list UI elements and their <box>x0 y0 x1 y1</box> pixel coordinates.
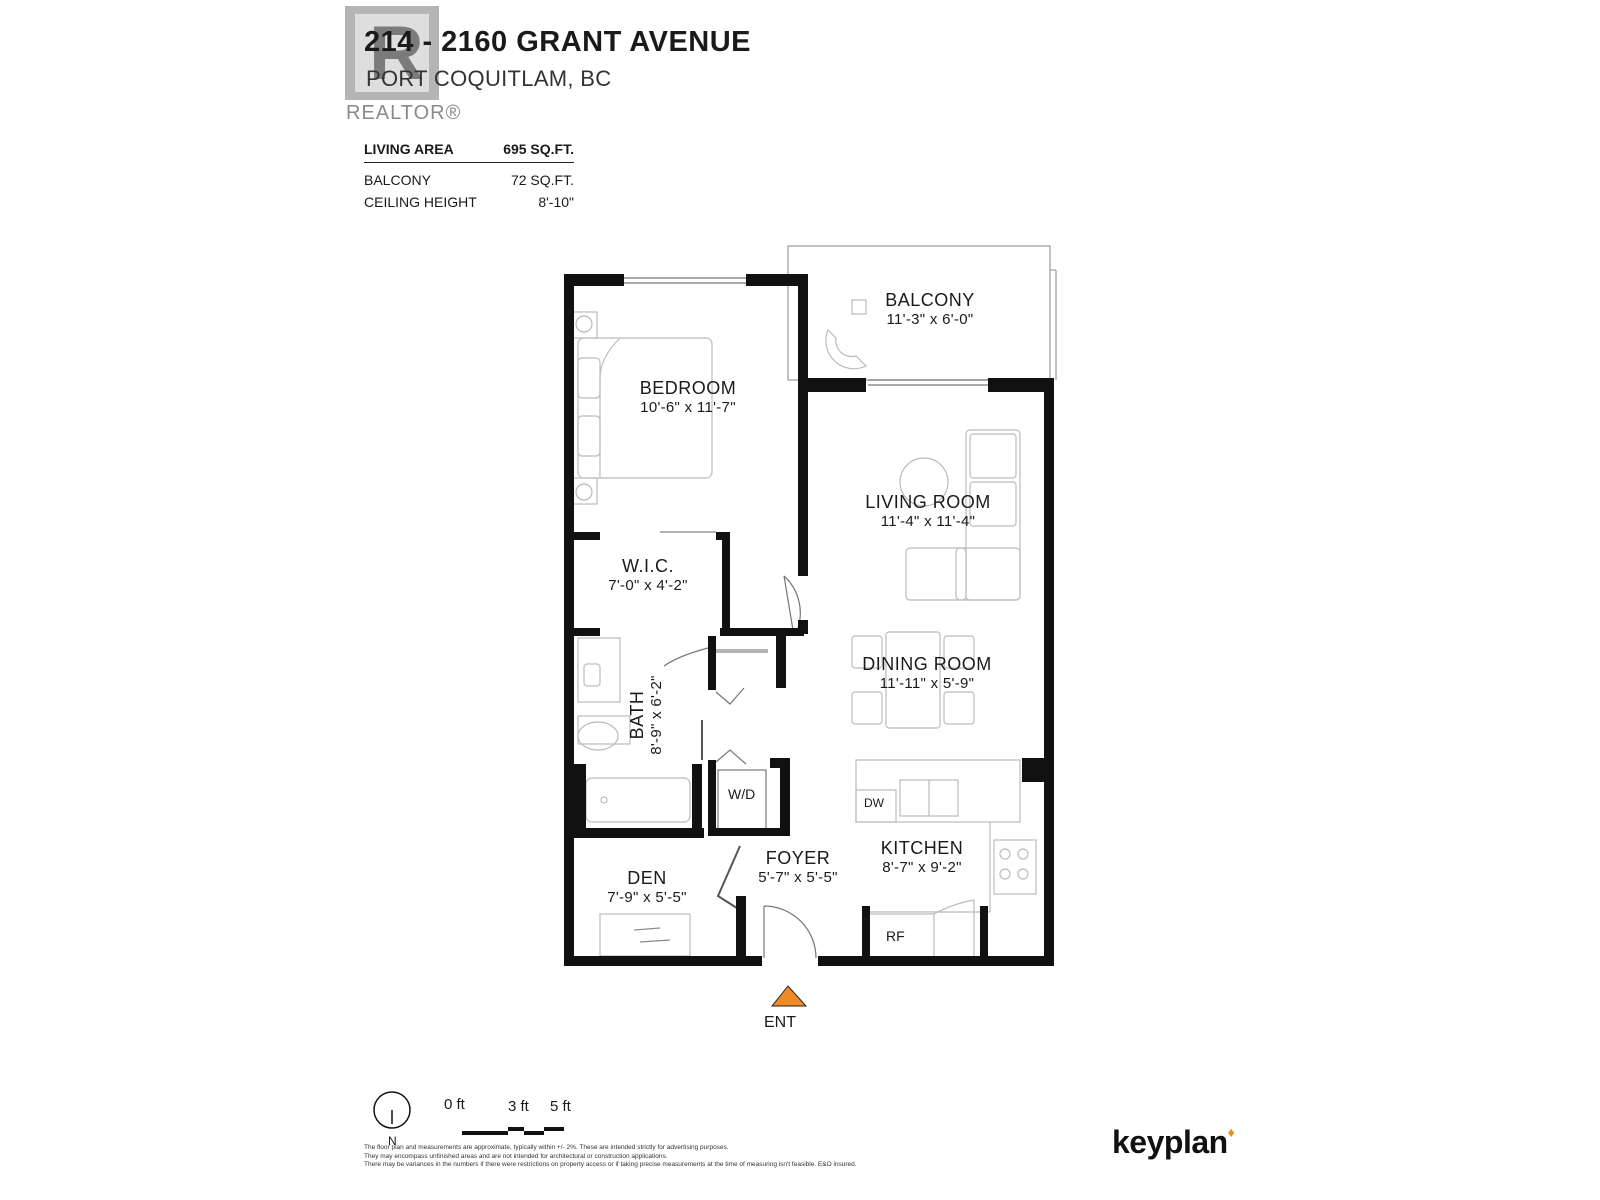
stats-label: LIVING AREA <box>364 141 454 157</box>
room-name: DINING ROOM <box>862 654 992 674</box>
room-balcony: BALCONY 11'-3" x 6'-0" <box>860 290 1000 328</box>
disclaimer-line: The floor plan and measurements are appr… <box>364 1144 729 1151</box>
stats-value: 695 SQ.FT. <box>503 141 574 157</box>
room-dimensions: 10'-6" x 11'-7" <box>640 399 736 416</box>
room-bath: BATH 8'-9" x 6'-2" <box>627 645 665 785</box>
kitchen-counter <box>855 759 1021 823</box>
room-name: LIVING ROOM <box>865 492 991 512</box>
brand-name: keyplan <box>1112 1124 1228 1160</box>
room-dimensions: 11'-11" x 5'-9" <box>879 675 975 692</box>
room-den: DEN 7'-9" x 5'-5" <box>572 868 722 906</box>
stove <box>993 839 1037 895</box>
entrance-label: ENT <box>764 1014 796 1031</box>
balcony-table <box>851 299 867 315</box>
bedroom-door <box>783 575 801 637</box>
room-name: FOYER <box>765 848 831 868</box>
disclaimer: The floor plan and measurements are appr… <box>364 1144 984 1170</box>
north-arrow <box>373 1091 411 1129</box>
bed <box>577 337 713 479</box>
scale-label-5: 5 ft <box>550 1098 571 1115</box>
keyplan-logo: keyplan♦ <box>1112 1124 1235 1161</box>
disclaimer-line: They may encompass unfinished areas and … <box>364 1152 668 1160</box>
room-dining: DINING ROOM 11'-11" x 5'-9" <box>842 654 1012 692</box>
stats-value: 72 SQ.FT. <box>510 172 574 188</box>
north-label: N <box>388 1134 397 1148</box>
area-stats-table: LIVING AREA 695 SQ.FT. BALCONY 72 SQ.FT.… <box>364 136 574 213</box>
fridge-label: RF <box>886 928 905 944</box>
stats-row: BALCONY 72 SQ.FT. <box>364 169 574 191</box>
realtor-logo-mark: R <box>369 11 424 96</box>
room-name: W.I.C. <box>622 556 674 576</box>
realtor-logo: R <box>345 6 439 100</box>
room-name: BEDROOM <box>639 378 737 398</box>
room-name: BATH <box>627 690 647 740</box>
stats-label: CEILING HEIGHT <box>364 194 477 210</box>
nightstand-lamp <box>575 315 593 333</box>
entrance-marker <box>770 985 808 1007</box>
vanity <box>577 637 621 703</box>
stats-row: CEILING HEIGHT 8'-10" <box>364 191 574 213</box>
dishwasher-box <box>855 789 897 823</box>
balcony-chair <box>825 328 868 370</box>
stats-value: 8'-10" <box>538 194 574 210</box>
room-dimensions: 7'-9" x 5'-5" <box>607 889 687 906</box>
coffee-table <box>899 457 949 507</box>
den-desk <box>599 913 691 957</box>
room-name: DEN <box>627 868 667 888</box>
property-title: 214 - 2160 GRANT AVENUE <box>364 26 752 58</box>
toilet-bowl <box>577 721 619 751</box>
property-location: PORT COQUITLAM, BC <box>366 66 612 91</box>
disclaimer-line: There may be variances in the numbers if… <box>364 1161 857 1168</box>
entry-door <box>763 905 817 959</box>
room-dimensions: 8'-7" x 9'-2" <box>882 859 962 876</box>
room-bedroom: BEDROOM 10'-6" x 11'-7" <box>608 378 768 416</box>
room-dimensions: 8'-9" x 6'-2" <box>648 675 665 755</box>
realtor-wordmark: REALTOR® <box>346 102 462 124</box>
room-wic: W.I.C. 7'-0" x 4'-2" <box>578 556 718 594</box>
room-dimensions: 11'-4" x 11'-4" <box>880 513 976 530</box>
scale-label-0: 0 ft <box>444 1096 465 1113</box>
walls-layer <box>564 274 1054 966</box>
toilet-tank <box>577 715 631 745</box>
furniture-layer <box>570 245 1057 959</box>
room-dimensions: 5'-7" x 5'-5" <box>758 869 838 886</box>
dining-table <box>885 631 941 729</box>
flame-icon: ♦ <box>1227 1124 1235 1140</box>
scale-bar <box>462 1127 564 1135</box>
room-dimensions: 11'-3" x 6'-0" <box>886 311 974 328</box>
washer-dryer-label: W/D <box>728 786 756 802</box>
room-living: LIVING ROOM 11'-4" x 11'-4" <box>848 492 1008 530</box>
room-dimensions: 7'-0" x 4'-2" <box>608 577 688 594</box>
dishwasher-label: DW <box>864 796 884 810</box>
scale-label-3: 3 ft <box>508 1098 529 1115</box>
stats-row: LIVING AREA 695 SQ.FT. <box>364 136 574 163</box>
room-name: KITCHEN <box>880 838 964 858</box>
room-kitchen: KITCHEN 8'-7" x 9'-2" <box>860 838 984 876</box>
room-name: BALCONY <box>885 290 975 310</box>
room-foyer: FOYER 5'-7" x 5'-5" <box>736 848 860 886</box>
stats-label: BALCONY <box>364 172 431 188</box>
